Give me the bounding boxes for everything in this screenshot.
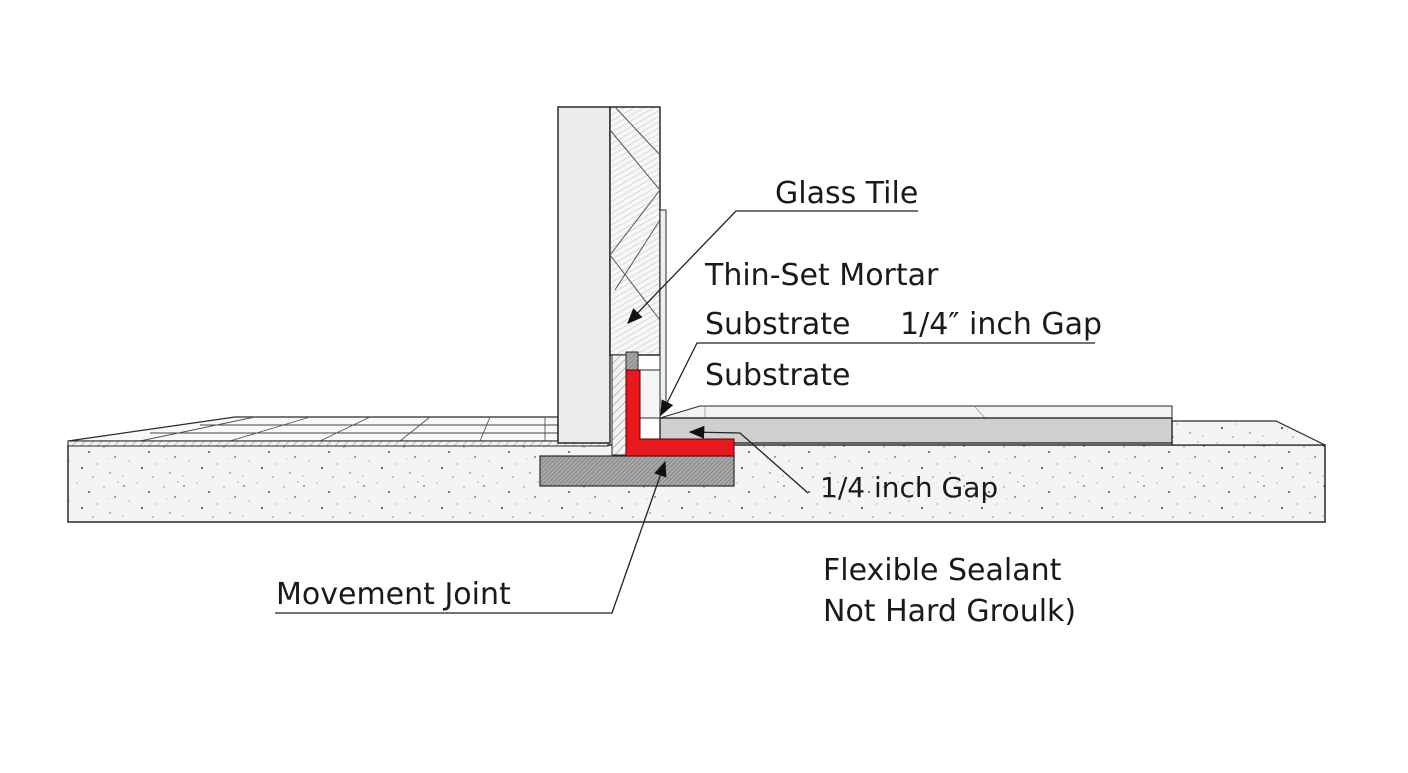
- substrate-leader: [660, 342, 1095, 417]
- label-movement-joint: Movement Joint: [276, 577, 511, 612]
- vertical-wall-assembly: [557, 106, 667, 456]
- flexible-sealant-joint: [625, 369, 735, 457]
- label-glass-tile: Glass Tile: [775, 176, 918, 211]
- mortar-bed: [539, 455, 735, 487]
- label-flexible-sealant: Flexible Sealant: [823, 553, 1062, 588]
- left-floor-tiles: [67, 416, 609, 447]
- label-not-hard-grout: Not Hard Groulk): [823, 594, 1076, 629]
- label-gap-upper: 1/4″ inch Gap: [900, 307, 1102, 342]
- label-substrate-upper: Substrate: [705, 307, 850, 342]
- label-gap-lower: 1/4 inch Gap: [820, 471, 998, 504]
- movement-joint-leader: [275, 460, 667, 614]
- right-floor-tile: [659, 405, 1173, 444]
- callout-labels: Glass Tile Thin-Set Mortar Substrate 1/4…: [276, 176, 1102, 629]
- label-thin-set-mortar: Thin-Set Mortar: [704, 258, 939, 293]
- glass-tile-leader: [627, 210, 918, 324]
- gap-lower-leader: [688, 425, 809, 494]
- label-substrate-lower: Substrate: [705, 358, 850, 393]
- leader-lines: [275, 210, 1095, 614]
